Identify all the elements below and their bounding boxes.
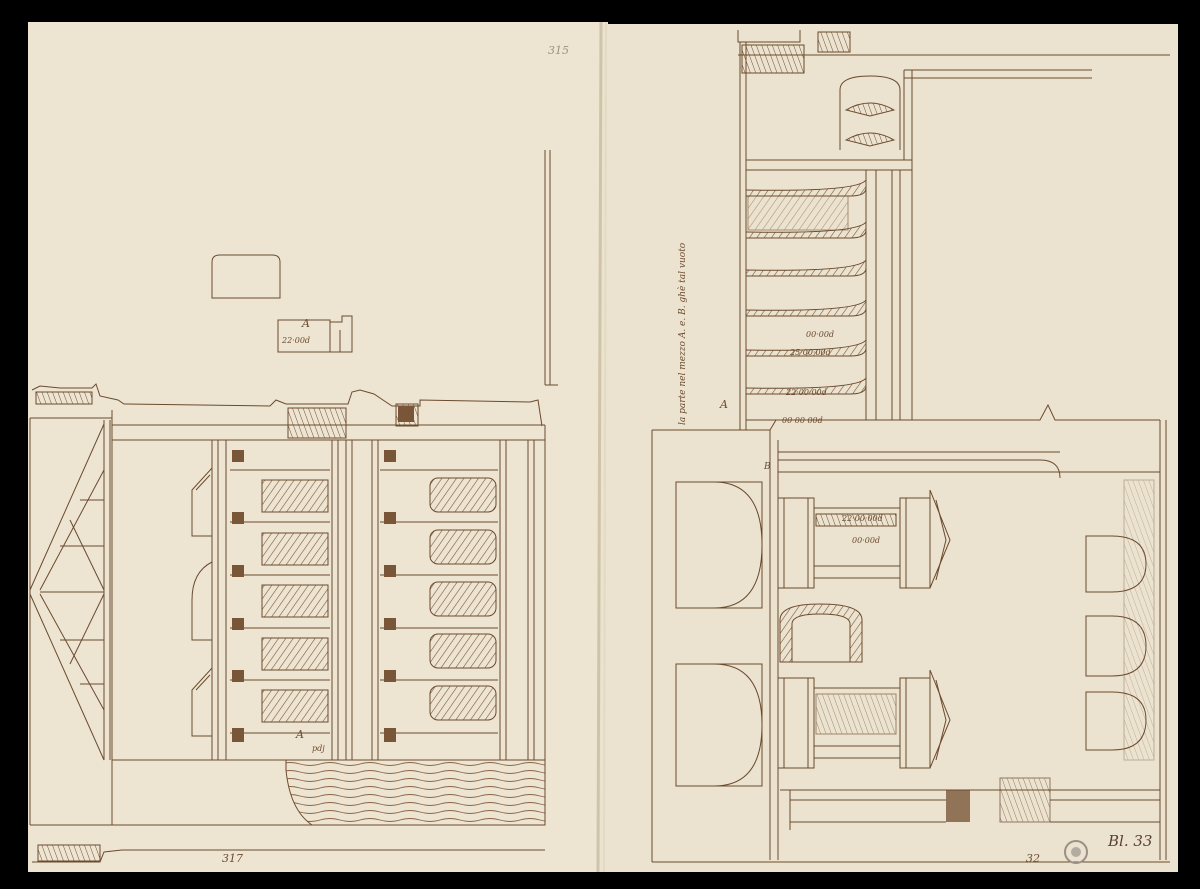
measure-a: 22·00d xyxy=(282,336,311,345)
library-stamp xyxy=(1064,840,1088,864)
left-elevation-drawing xyxy=(29,150,558,863)
gutter-fold xyxy=(596,21,603,873)
dim-7: pdj xyxy=(312,744,325,753)
dim-2: 25·00·00d xyxy=(790,348,831,357)
side-inscription: la parte nel mezzo A. e. B. ghè tal vuot… xyxy=(678,242,688,425)
stacked-arcade xyxy=(745,159,912,421)
folio-top: 315 xyxy=(548,44,569,57)
dim-5: 22·00·00d xyxy=(842,514,883,523)
side-arches xyxy=(1085,479,1155,761)
marker-a-left: A xyxy=(296,728,304,741)
dim-1: 22·00·00d xyxy=(786,388,827,397)
dim-4: 00·00·00d xyxy=(782,416,823,425)
dim-6: 00·00d xyxy=(852,536,881,545)
marker-a-right: A xyxy=(720,398,728,411)
left-page xyxy=(28,22,608,872)
marker-a-sketch: A xyxy=(302,317,310,330)
tabernacle-windows xyxy=(777,489,951,769)
marker-b: B xyxy=(764,462,771,472)
shelfmark: Bl. 33 xyxy=(1108,832,1153,850)
folio-right: 32 xyxy=(1026,852,1040,865)
right-elevation-drawing xyxy=(651,30,1170,863)
folio-left: 317 xyxy=(222,852,243,865)
dim-3: 00·00d xyxy=(806,330,835,339)
right-page xyxy=(600,24,1178,872)
roof-truss xyxy=(29,420,111,761)
